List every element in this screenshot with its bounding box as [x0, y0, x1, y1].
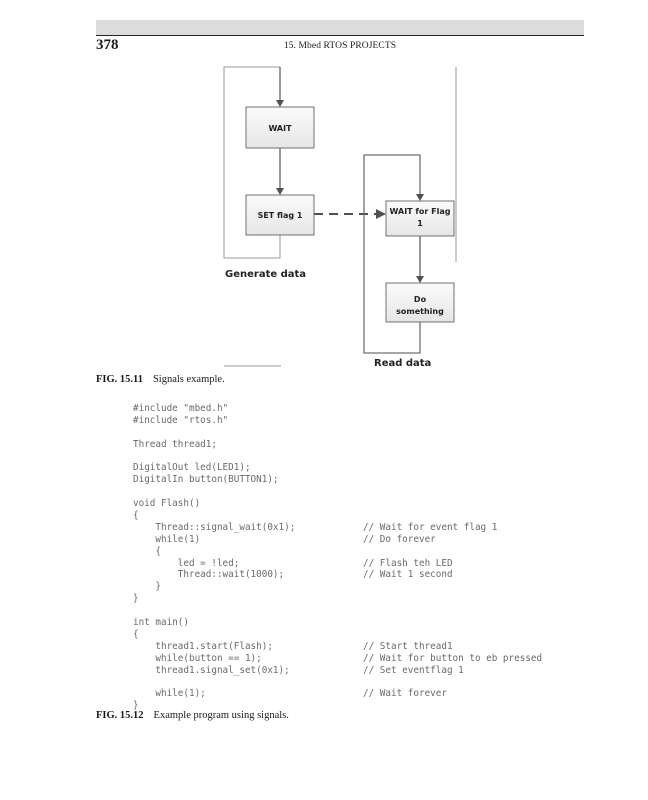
- code-line: thread1.signal_set(0x1); // Set eventflag…: [133, 664, 463, 677]
- code-line: led = !led; // Flash teh LED: [133, 557, 453, 570]
- code-line: }: [133, 700, 295, 712]
- code-comment: // Do forever: [363, 533, 436, 545]
- code-line: Thread::signal_wait(0x1); // Wait for eve…: [133, 521, 497, 534]
- code-text: Thread::wait(1000);: [133, 569, 285, 581]
- arrowhead-icon: [276, 100, 284, 107]
- code-line: {: [133, 629, 295, 641]
- code-text: }: [133, 593, 139, 605]
- code-text: {: [133, 628, 139, 640]
- code-text: #include "mbed.h": [133, 403, 229, 414]
- code-text: thread1.start(Flash);: [133, 640, 273, 652]
- code-text: Thread thread1;: [133, 438, 217, 450]
- code-line: void Flash(): [133, 498, 295, 510]
- box-wait-for-flag: [385, 200, 455, 237]
- code-line: [133, 427, 295, 439]
- code-line: [133, 605, 295, 617]
- code-text: DigitalIn button(BUTTON1);: [133, 474, 279, 486]
- code-text: Thread::signal_wait(0x1);: [133, 521, 296, 533]
- caption-label: FIG. 15.12: [96, 710, 144, 721]
- box-wait-label: WAIT: [268, 124, 292, 133]
- code-line: [133, 451, 295, 463]
- code-comment: // Set eventflag 1: [363, 664, 464, 676]
- caption-text: Example program using signals.: [153, 710, 289, 721]
- caption-label: FIG. 15.11: [96, 374, 143, 385]
- code-comment: // Start thread1: [363, 640, 453, 652]
- arrowhead-icon: [376, 209, 386, 219]
- code-comment: // Wait for button to eb pressed: [363, 652, 543, 664]
- code-listing: #include "mbed.h"#include "rtos.h" Thread…: [133, 403, 542, 712]
- code-text: thread1.signal_set(0x1);: [133, 664, 290, 676]
- code-line: int main(): [133, 617, 295, 629]
- box-set-flag: [245, 194, 315, 236]
- header-bar: [96, 20, 584, 36]
- arrowhead-icon: [416, 276, 424, 283]
- code-line: [133, 676, 295, 688]
- code-text: while(1): [133, 533, 201, 545]
- code-text: void Flash(): [133, 498, 201, 510]
- arrowhead-icon: [276, 188, 284, 195]
- box-do-something-label-1: Do: [414, 295, 427, 304]
- arrowhead-icon: [416, 194, 424, 201]
- code-comment: // Wait forever: [363, 688, 447, 700]
- code-text: #include "rtos.h": [133, 414, 229, 426]
- code-text: }: [133, 700, 139, 712]
- code-line: DigitalIn button(BUTTON1);: [133, 474, 295, 486]
- code-line: {: [133, 546, 295, 558]
- code-comment: // Flash teh LED: [363, 557, 453, 569]
- code-line: }: [133, 593, 295, 605]
- signals-flow-diagram: WAIT SET flag 1 WAIT for Flag 1 Do somet…: [223, 66, 457, 369]
- code-line: while(1); // Wait forever: [133, 688, 447, 700]
- code-line: DigitalOut led(LED1);: [133, 462, 295, 474]
- caption-text: Signals example.: [152, 374, 225, 385]
- read-loop-frame: [363, 154, 421, 354]
- box-set-flag-label: SET flag 1: [258, 211, 303, 220]
- box-wait: [245, 106, 315, 149]
- code-text: while(1);: [133, 688, 206, 700]
- code-line: Thread thread1;: [133, 439, 295, 451]
- page-number: 378: [96, 37, 119, 53]
- code-comment: // Wait 1 second: [363, 569, 453, 581]
- box-do-something-label-2: something: [396, 307, 444, 316]
- box-wait-for-flag-label-2: 1: [417, 219, 423, 228]
- code-line: {: [133, 510, 295, 522]
- code-text: led = !led;: [133, 557, 240, 569]
- box-do-something: [385, 282, 455, 323]
- code-line: Thread::wait(1000); // Wait 1 second: [133, 569, 453, 581]
- code-line: #include "rtos.h": [133, 415, 295, 427]
- code-line: [133, 486, 295, 498]
- code-line: }: [133, 581, 295, 593]
- code-text: int main(): [133, 617, 189, 629]
- figure-caption-15-12: FIG. 15.12 Example program using signals.: [96, 710, 289, 721]
- code-line: while(1) // Do forever: [133, 533, 435, 546]
- code-text: while(button == 1);: [133, 652, 262, 664]
- running-head: 15. Mbed RTOS PROJECTS: [0, 41, 648, 51]
- code-line: #include "mbed.h": [133, 403, 295, 415]
- code-comment: // Wait for event flag 1: [363, 521, 498, 533]
- group-label-generate: Generate data: [225, 269, 306, 280]
- group-label-read: Read data: [374, 358, 431, 369]
- generate-loop-frame: [223, 66, 281, 259]
- code-line: thread1.start(Flash); // Start thread1: [133, 640, 452, 653]
- code-text: }: [133, 581, 161, 593]
- code-text: {: [133, 510, 139, 522]
- code-text: {: [133, 545, 161, 557]
- box-wait-for-flag-label-1: WAIT for Flag: [390, 207, 451, 216]
- code-line: while(button == 1); // Wait for button to…: [133, 652, 542, 665]
- running-head-text: 15. Mbed RTOS PROJECTS: [283, 41, 397, 51]
- code-text: DigitalOut led(LED1);: [133, 462, 251, 474]
- figure-caption-15-11: FIG. 15.11 Signals example.: [96, 374, 225, 385]
